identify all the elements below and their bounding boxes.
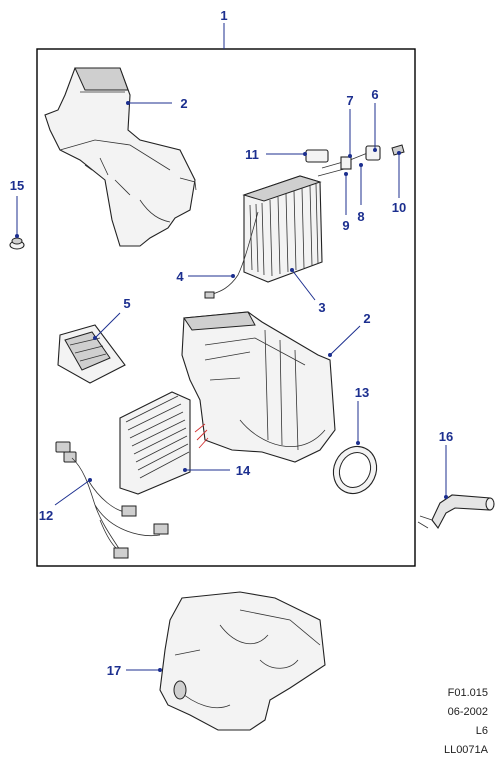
drain-tube-part (417, 494, 495, 530)
callout-4: 4 (176, 269, 184, 284)
callout-11: 11 (245, 147, 259, 162)
figure-date: 06-2002 (447, 706, 488, 718)
insulation-pad-part (159, 591, 326, 731)
callout-2-lower-housing: 2 (363, 311, 370, 326)
callout-2-upper-housing: 2 (180, 96, 187, 111)
reference-block: F01.015 06-2002 L6 LL0071A (444, 684, 488, 760)
control-module-part (57, 324, 126, 384)
callout-6: 6 (371, 87, 378, 102)
illustration-code: LL0071A (443, 744, 488, 756)
callout-3: 3 (318, 300, 325, 315)
pollen-filter-part (119, 391, 209, 495)
callout-9: 9 (342, 218, 349, 233)
sensor-plug (204, 291, 215, 299)
seal-ring-part (332, 445, 378, 495)
callout-1: 1 (220, 8, 227, 23)
callout-10: 10 (392, 200, 406, 215)
figure-number: F01.015 (447, 687, 488, 699)
sensor-lead-part (209, 211, 259, 296)
callout-16: 16 (439, 429, 453, 444)
callout-leaders (15, 101, 448, 672)
callout-5: 5 (123, 296, 130, 311)
expansion-valve-fittings (305, 144, 405, 177)
upper-housing-part (44, 67, 197, 247)
grommet-part (9, 237, 25, 250)
lower-housing-part (181, 311, 336, 463)
model-code: L6 (475, 725, 488, 737)
callout-12: 12 (39, 508, 53, 523)
callout-7: 7 (346, 93, 353, 108)
callout-13: 13 (355, 385, 369, 400)
callout-14: 14 (236, 463, 251, 478)
evaporator-core-part (242, 175, 323, 283)
callout-17: 17 (107, 663, 121, 678)
callout-15: 15 (10, 178, 24, 193)
wiring-harness-part (55, 441, 169, 559)
assembly-frame (36, 48, 416, 567)
callout-8: 8 (357, 209, 364, 224)
